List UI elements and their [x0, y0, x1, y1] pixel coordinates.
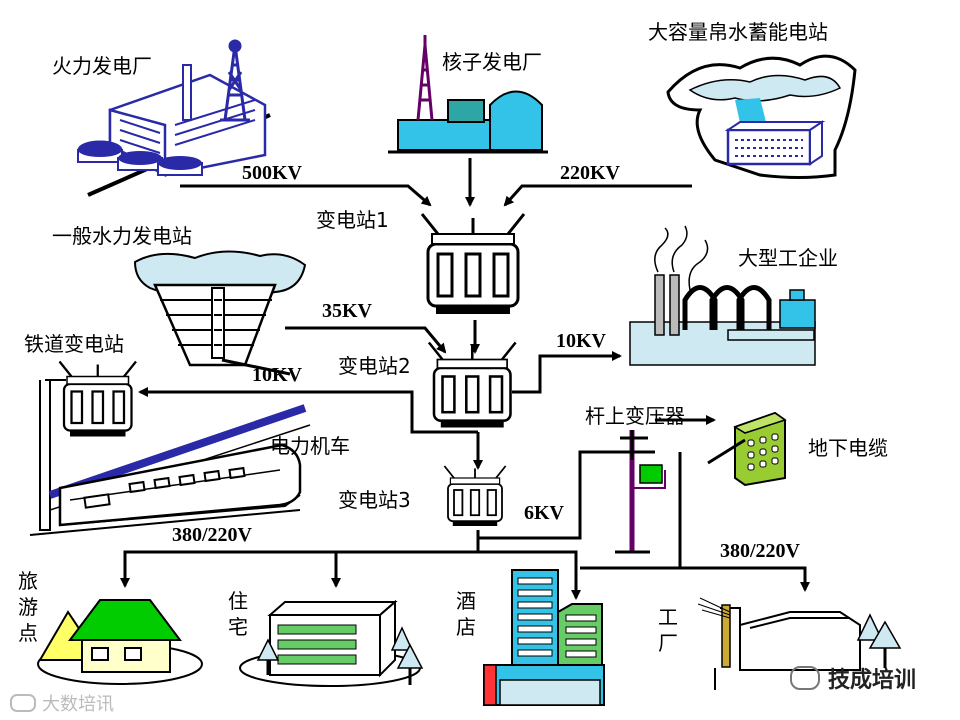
- thermal-plant-illustration: [77, 39, 271, 197]
- electric-locomotive-illustration: [29, 379, 311, 536]
- voltage-10kv-industry: 10KV: [556, 330, 606, 352]
- factory-label: 工厂: [658, 605, 678, 655]
- nuclear-plant-label: 核子发电厂: [442, 50, 542, 74]
- pumped-storage-illustration: [666, 54, 857, 179]
- hotel-label: 酒店: [456, 589, 476, 639]
- logo-icon: [10, 694, 36, 712]
- underground-cable-label: 地下电缆: [808, 436, 888, 460]
- substation2-label: 变电站2: [338, 354, 411, 378]
- large-industry-label: 大型工企业: [738, 246, 838, 270]
- voltage-35kv: 35KV: [322, 300, 372, 322]
- corner-watermark: 大数培讯: [10, 690, 114, 716]
- substation3-label: 变电站3: [338, 488, 411, 512]
- residence-illustration: [239, 599, 424, 687]
- hydro-station-label: 一般水力发电站: [52, 224, 192, 248]
- underground-cable-illustration: [707, 411, 787, 487]
- chat-bubble-icon: [790, 666, 820, 690]
- residence-label: 住宅: [228, 589, 248, 639]
- voltage-10kv-hydro: 10KV: [252, 364, 302, 386]
- voltage-6kv: 6KV: [524, 502, 564, 524]
- brand-watermark: 技成培训: [790, 662, 916, 694]
- transmission-lines: [120, 158, 810, 600]
- hydro-station-illustration: [133, 250, 307, 367]
- nuclear-plant-illustration: [388, 35, 548, 154]
- pole-transformer-illustration: [615, 430, 666, 554]
- tourist-house-illustration: [37, 599, 203, 685]
- voltage-220kv: 220KV: [560, 162, 620, 184]
- voltage-380-220v-factory: 380/220V: [720, 540, 800, 562]
- pumped-storage-label: 大容量帛水蓄能电站: [648, 20, 828, 44]
- voltage-500kv: 500KV: [242, 162, 302, 184]
- railway-substation-label: 铁道变电站: [24, 332, 124, 356]
- pole-transformer-label: 杆上变压器: [585, 404, 685, 428]
- substation1-transformer: [420, 212, 526, 316]
- thermal-plant-label: 火力发电厂: [52, 54, 152, 78]
- large-industry-illustration: [629, 225, 816, 366]
- voltage-380-220v-main: 380/220V: [172, 524, 252, 546]
- substation3-transformer: [443, 465, 507, 527]
- factory-illustration: [697, 597, 902, 690]
- substation2-transformer: [427, 341, 517, 429]
- electric-loco-label: 电力机车: [270, 434, 350, 458]
- tourist-label: 旅游点: [18, 569, 38, 645]
- substation1-label: 变电站1: [316, 208, 389, 232]
- railway-substation-transformer: [58, 360, 138, 438]
- hotel-illustration: [483, 569, 605, 706]
